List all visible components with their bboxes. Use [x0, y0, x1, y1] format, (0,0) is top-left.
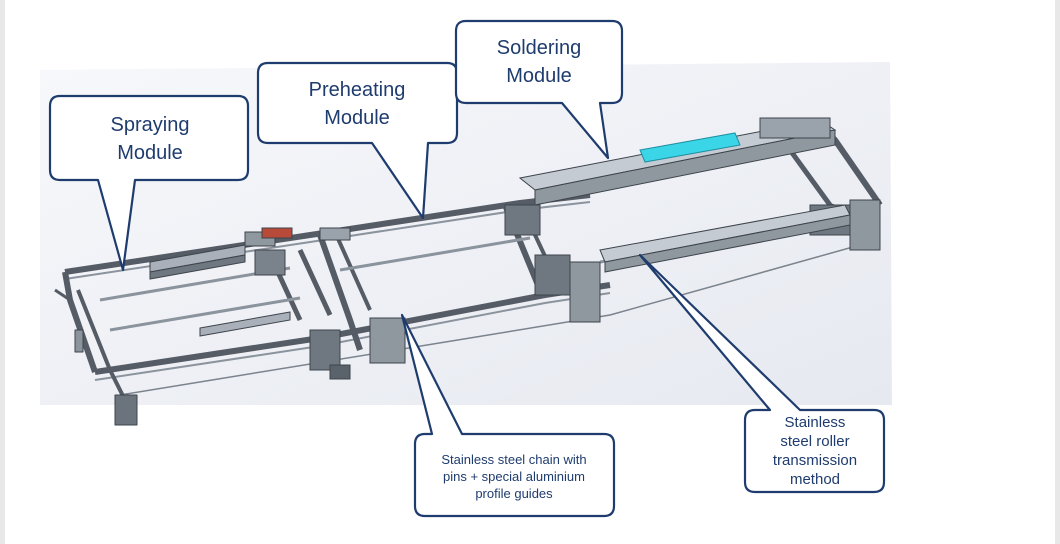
cyan-highlight-nozzle	[639, 132, 741, 163]
right-border-strip	[1055, 0, 1060, 544]
preheating-unit	[309, 204, 601, 380]
soldering-unit	[518, 117, 881, 251]
spraying-callout-label: Spraying Module	[110, 114, 190, 164]
preheating-callout-label: Preheating Module	[308, 79, 406, 129]
chain-callout-label: Stainless steel chain with pins + specia…	[441, 451, 587, 501]
roller-unit	[599, 204, 851, 273]
chain-callout-bubble	[400, 313, 616, 518]
spraying-callout-bubble	[48, 94, 250, 272]
soldering-callout-bubble	[454, 19, 624, 160]
roller-callout-label: Stainless steel roller transmission meth…	[772, 414, 858, 488]
spraying-unit	[149, 227, 293, 337]
chain-rod	[119, 244, 861, 396]
left-border-strip	[0, 0, 5, 544]
soldering-callout-label: Soldering Module	[496, 37, 582, 87]
roller-callout-bubble	[638, 253, 886, 494]
